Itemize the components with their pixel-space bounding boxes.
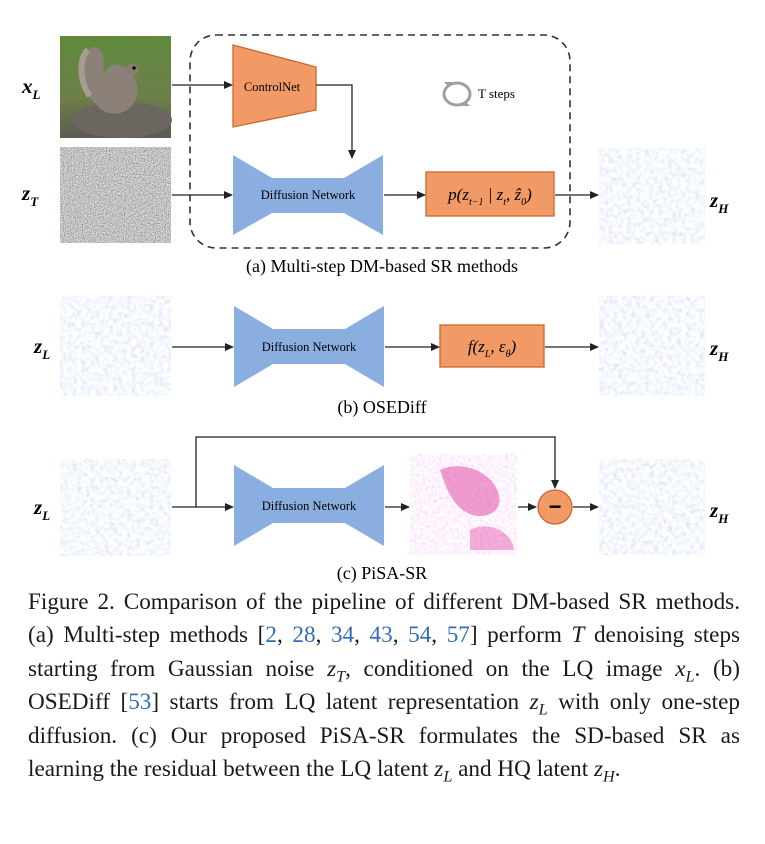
lq-latent-input-b [60, 296, 171, 396]
x-l-label: xL [21, 74, 41, 102]
z-t-label: zT [21, 181, 39, 209]
diffusion-network-a-label: Diffusion Network [261, 188, 356, 202]
citation-53[interactable]: 53 [128, 689, 152, 716]
panel-c-label: (c) PiSA-SR [337, 563, 428, 584]
z-h-label-a: zH [709, 188, 729, 216]
subtract-operator-symbol: − [549, 494, 562, 519]
panel-a-label: (a) Multi-step DM-based SR methods [246, 256, 518, 277]
citation-57[interactable]: 57 [446, 622, 470, 649]
hq-latent-output-a [599, 148, 705, 244]
lq-image-thumbnail [60, 36, 172, 138]
residual-map [410, 454, 517, 555]
arrow-skip-connection [195, 436, 559, 507]
pipeline-diagram: xL zT ControlNet T steps Diffusion Netwo… [21, 34, 729, 584]
figure-caption: Figure 2. Comparison of the pipeline of … [28, 589, 741, 786]
controlnet-label: ControlNet [244, 80, 301, 94]
gaussian-noise-thumbnail [60, 147, 171, 243]
diffusion-network-c-label: Diffusion Network [262, 499, 357, 513]
denoise-operation-box [425, 171, 555, 217]
lq-latent-input-c [60, 459, 171, 556]
citation-34[interactable]: 34 [330, 622, 355, 649]
one-step-operation-text: f(zL, εθ) [468, 337, 517, 360]
panel-b: zL Diffusion Network f(zL, εθ) zH (b) OS… [33, 296, 729, 418]
hq-latent-output-c [599, 459, 705, 555]
z-l-label-b: zL [33, 334, 50, 362]
arrow-controlnet-network [316, 84, 356, 159]
subtract-operator [537, 489, 573, 525]
panel-b-label: (b) OSEDiff [337, 397, 426, 418]
one-step-operation-box [439, 324, 545, 368]
loop-icon [442, 81, 472, 107]
z-h-label-b: zH [709, 336, 729, 364]
t-steps-label: T steps [478, 86, 515, 101]
citation-28[interactable]: 28 [292, 622, 316, 649]
diffusion-network-a [233, 155, 383, 235]
citation-2[interactable]: 2 [265, 622, 277, 649]
diffusion-network-b-label: Diffusion Network [262, 340, 357, 354]
panel-c: zL Diffusion Network − zH (c) PiSA-SR [33, 436, 729, 584]
controlnet-block [232, 44, 317, 128]
denoise-operation-text: p(zt−1 | zt, ẑ0) [447, 185, 532, 208]
multi-step-region [189, 34, 571, 249]
z-h-label-c: zH [709, 498, 729, 526]
diffusion-network-c [234, 465, 384, 546]
diffusion-network-b [234, 306, 384, 387]
z-l-label-c: zL [33, 495, 50, 523]
panel-a: xL zT ControlNet T steps Diffusion Netwo… [21, 34, 729, 277]
citation-54[interactable]: 54 [408, 622, 432, 649]
citation-43[interactable]: 43 [369, 622, 393, 649]
hq-latent-output-b [599, 296, 705, 396]
